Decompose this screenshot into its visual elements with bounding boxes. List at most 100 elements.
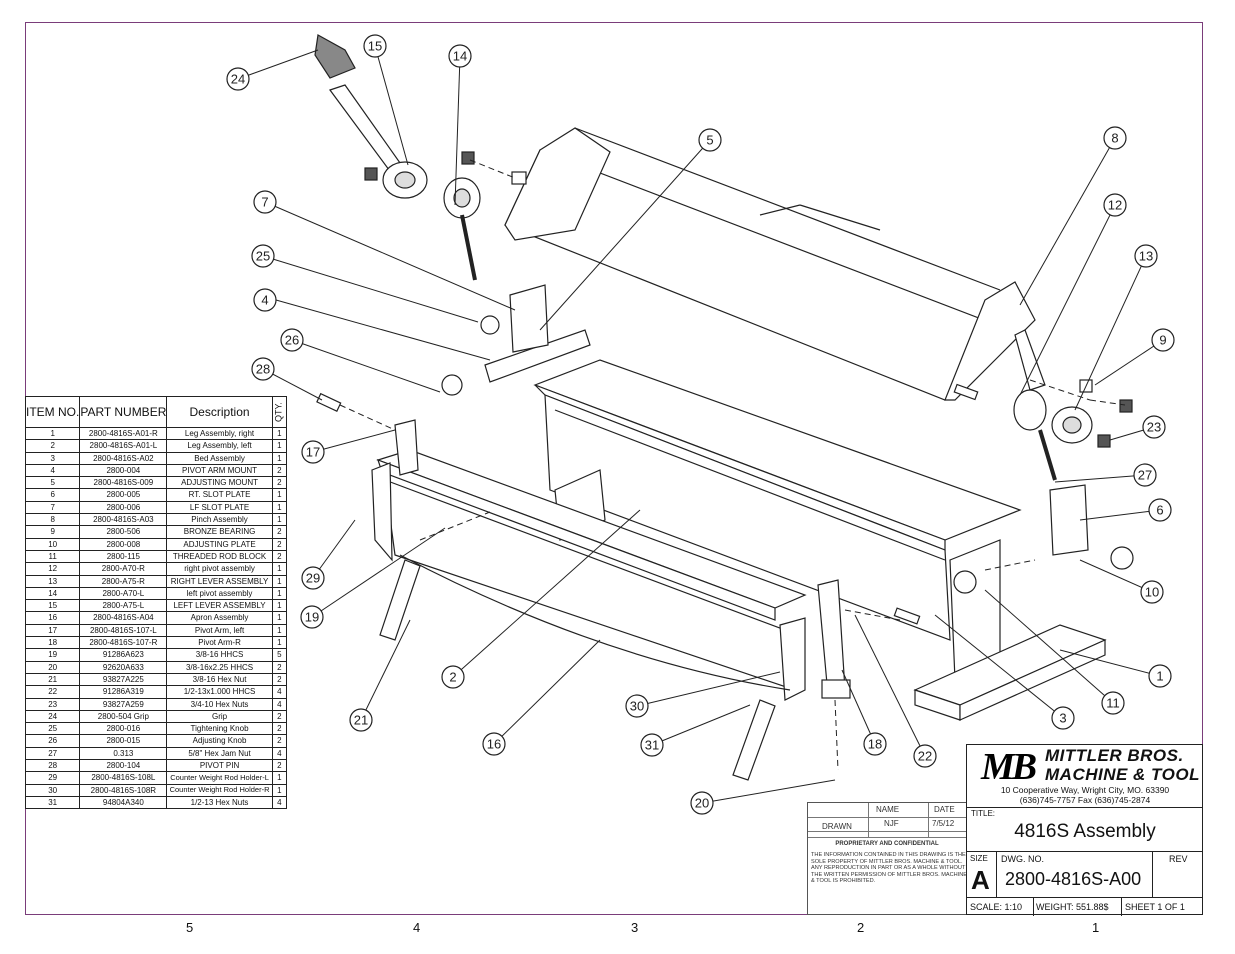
bom-cell-part: 2800-A75-R (79, 574, 168, 588)
bom-cell-desc: Bed Assembly (166, 451, 273, 465)
balloon-circle (253, 288, 277, 312)
bom-cell-qty: 1 (271, 636, 288, 650)
bom-cell-desc: Pivot Arm, left (166, 623, 273, 638)
right-leg-foot-side (959, 639, 1106, 721)
balloon-circle (1103, 126, 1127, 150)
balloon-number: 12 (1108, 198, 1122, 213)
scale-separator (1033, 898, 1034, 916)
balloon-20: 20 (690, 791, 714, 815)
lever-handle-right (1014, 329, 1046, 391)
balloon-13: 13 (1134, 244, 1158, 268)
balloon-circle (301, 440, 325, 464)
bom-cell-qty: 2 (271, 722, 288, 736)
balloon-4: 4 (253, 288, 277, 312)
size-label: SIZE (970, 854, 988, 863)
balloon-number: 19 (305, 610, 319, 625)
bom-cell-desc: RIGHT LEVER ASSEMBLY (166, 574, 273, 588)
bom-cell-qty: 2 (271, 549, 288, 564)
bom-cell-part: 2800-4816S-107-R (79, 636, 168, 650)
company-logo: MB MITTLER BROS. MACHINE & TOOL (967, 745, 1203, 788)
balloon-6: 6 (1148, 498, 1172, 522)
balloon-22: 22 (913, 744, 937, 768)
pinch-plate-right-end (944, 281, 1036, 401)
drawing-title: 4816S Assembly (1014, 821, 1156, 842)
balloon-circle (1051, 706, 1075, 730)
bom-cell-desc: Tightening Knob (166, 722, 273, 736)
bom-cell-desc: LEFT LEVER ASSEMBLY (166, 599, 273, 613)
balloon-circle (1148, 498, 1172, 522)
balloon-number: 27 (1138, 468, 1152, 483)
apron-left-end (371, 462, 393, 562)
bom-cell-part: 91286A319 (79, 685, 168, 699)
balloon-5: 5 (698, 128, 722, 152)
drawn-date: 7/5/12 (932, 819, 955, 828)
balloon-number: 29 (306, 571, 320, 586)
balloon-16: 16 (482, 732, 506, 756)
balloon-number: 18 (868, 737, 882, 752)
balloon-number: 23 (1147, 420, 1161, 435)
bom-cell-qty: 1 (271, 599, 288, 613)
balloon-31: 31 (640, 733, 664, 757)
balloon-circle (251, 357, 275, 381)
balloon-10: 10 (1140, 580, 1164, 604)
balloon-circle (913, 744, 937, 768)
balloon-number: 4 (261, 293, 268, 308)
bom-cell-part: 2800-506 (79, 525, 168, 539)
bom-cell-item: 24 (24, 709, 81, 724)
bom-cell-part: 2800-A70-L (79, 586, 168, 601)
balloon-number: 24 (231, 72, 245, 87)
counter-weight-rod-left (379, 559, 421, 641)
bom-cell-desc: ADJUSTING MOUNT (166, 476, 273, 490)
balloon-number: 26 (285, 333, 299, 348)
balloon-11: 11 (1101, 691, 1125, 715)
size-cell: SIZE A (967, 851, 997, 897)
bom-cell-item: 17 (24, 623, 81, 638)
bom-cell-part: 2800-015 (79, 734, 168, 748)
drawn-block-row-1 (808, 803, 966, 818)
address-line: 10 Cooperative Way, Wright City, MO. 633… (1000, 785, 1170, 795)
balloon-19: 19 (300, 605, 324, 629)
zone-label-3: 3 (631, 920, 639, 935)
balloon-27: 27 (1133, 463, 1157, 487)
bom-cell-part: 91286A623 (79, 648, 168, 662)
balloon-number: 14 (453, 49, 467, 64)
bom-cell-part: 2800-4816S-A03 (79, 513, 168, 527)
pivot-arm-left (394, 419, 419, 476)
bom-cell-qty: 1 (271, 783, 288, 797)
bom-cell-desc: THREADED ROD BLOCK (166, 549, 273, 564)
bom-cell-item: 12 (24, 562, 81, 576)
bom-cell-part: 2800-4816S-A02 (79, 451, 168, 465)
bom-cell-item: 3 (24, 451, 81, 465)
bom-cell-qty: 2 (271, 476, 288, 490)
bom-cell-qty: 5 (271, 648, 288, 662)
bom-cell-item: 19 (24, 648, 81, 662)
drawn-block-row-2 (808, 817, 966, 832)
bom-cell-item: 30 (24, 783, 81, 797)
balloon-circle (640, 733, 664, 757)
size-value: A (971, 865, 990, 895)
bom-cell-item: 29 (24, 771, 81, 785)
bom-cell-item: 25 (24, 722, 81, 736)
balloon-circle (226, 67, 250, 91)
bom-cell-part: 2800-4816S-A04 (79, 611, 168, 625)
bom-cell-item: 28 (24, 759, 81, 773)
bom-header-description: Description (166, 396, 273, 428)
balloon-circle (1103, 193, 1127, 217)
bom-cell-qty: 2 (271, 537, 288, 551)
logo-mark: MB (981, 746, 1037, 788)
balloon-circle (1133, 463, 1157, 487)
bom-cell-desc: 1/2-13 Hex Nuts (166, 795, 273, 810)
bom-cell-item: 5 (24, 476, 81, 490)
